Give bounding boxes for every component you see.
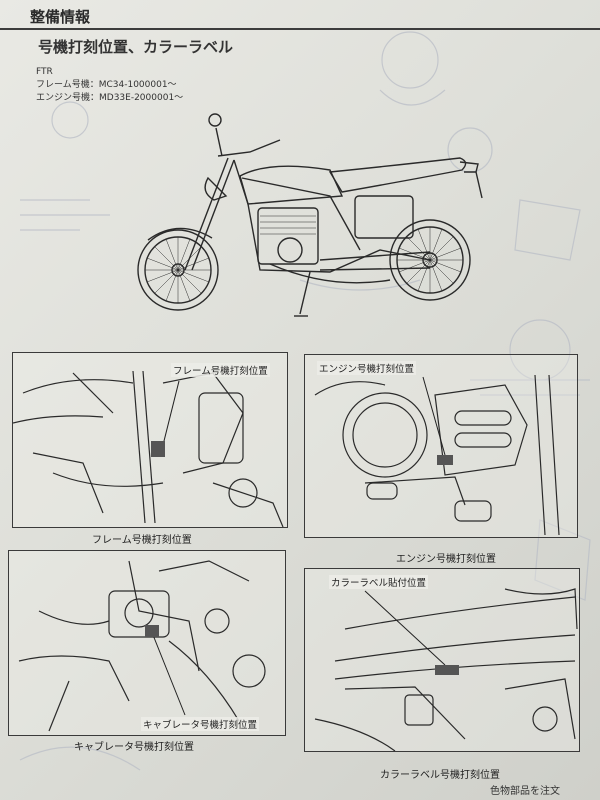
label-callout: カラーラベル貼付位置 [329,575,429,589]
carb-panel: キャブレータ号機打刻位置 [8,550,286,736]
carb-caption: キャブレータ号機打刻位置 [74,742,194,753]
frame-panel: フレーム号機打刻位置 [12,352,288,528]
engine-panel: エンジン号機打刻位置 [304,354,578,538]
engine-number: エンジン号機：MD33E-2000001～ [36,93,184,103]
label-detail-illustration [314,588,578,751]
carb-callout: キャブレータ号機打刻位置 [141,717,260,731]
frame-detail-illustration [13,370,284,527]
model-name: FTR [36,67,53,77]
frame-callout: フレーム号機打刻位置 [171,363,270,377]
carb-detail-illustration [18,560,266,732]
motorcycle-illustration [137,113,483,317]
engine-detail-illustration [314,374,560,536]
engine-callout: エンジン号機打刻位置 [317,361,417,375]
header-divider [0,28,600,30]
engine-caption: エンジン号機打刻位置 [396,554,496,565]
label-panel: カラーラベル貼付位置 [304,568,580,752]
label-caption: カラーラベル号機打刻位置 [380,770,500,781]
frame-caption: フレーム号機打刻位置 [92,535,192,546]
section-header: 整備情報 [30,8,91,26]
model-info: FTR フレーム号機：MC34-1000001～ エンジン号機：MD33E-20… [36,66,183,105]
page-title: 号機打刻位置、カラーラベル [38,38,234,56]
footer-text: 色物部品を注文 [490,786,560,797]
frame-number: フレーム号機：MC34-1000001～ [36,80,177,90]
